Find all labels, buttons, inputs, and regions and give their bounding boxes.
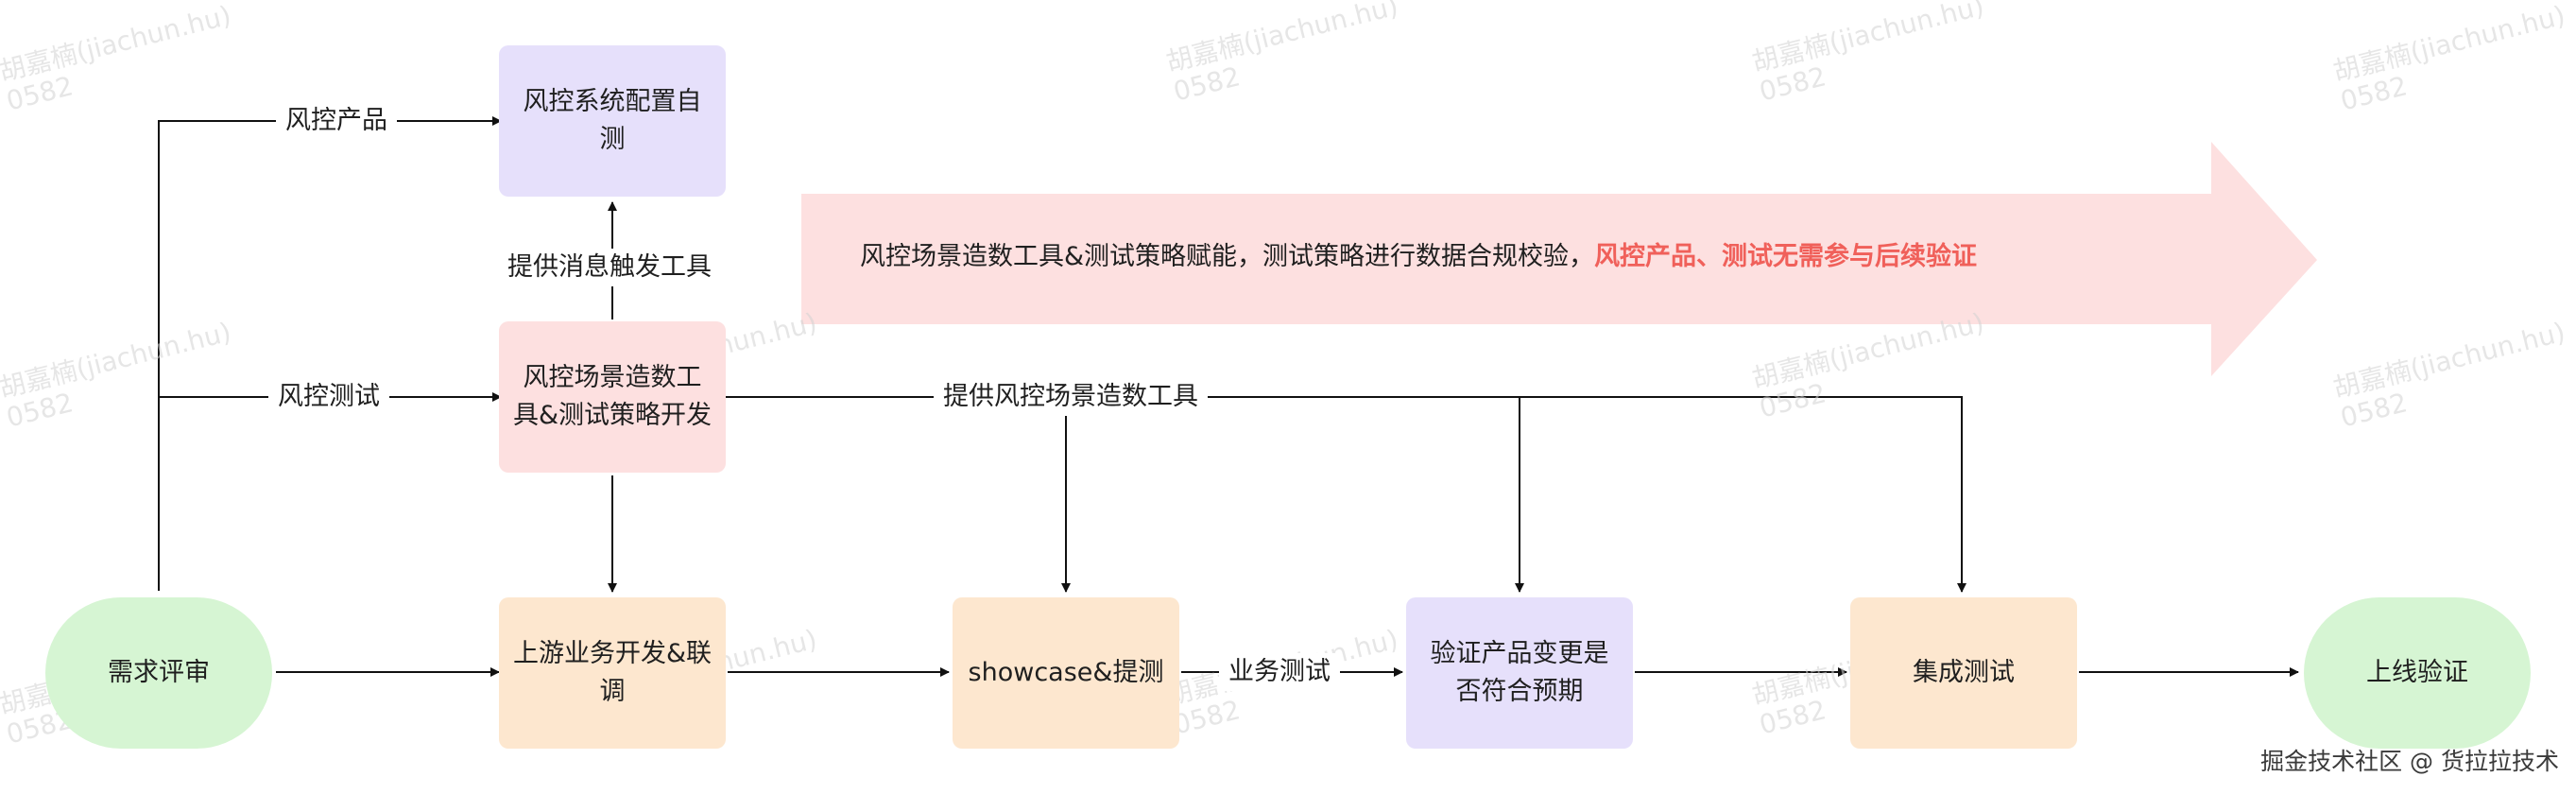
- edge-tool-right: [726, 396, 1966, 593]
- banner-highlight-text: 风控产品、测试无需参与后续验证: [1594, 242, 1978, 271]
- node-launch-label: 上线验证: [2366, 658, 2468, 687]
- node-self-test: 风控系统配置自测: [499, 45, 726, 197]
- node-self-test-label: 风控系统配置自测: [523, 87, 702, 154]
- banner-text: 风控场景造数工具&测试策略赋能，测试策略进行数据合规校验，风控产品、测试无需参与…: [860, 238, 2429, 276]
- banner-arrow: [801, 142, 2317, 376]
- node-tool-dev-label: 风控场景造数工具&测试策略开发: [512, 363, 713, 430]
- banner-main-text: 风控场景造数工具&测试策略赋能，测试策略进行数据合规校验，: [860, 242, 1595, 271]
- label-biz-test: 业务测试: [1219, 653, 1340, 691]
- node-verify: 验证产品变更是否符合预期: [1406, 597, 1633, 749]
- node-review: 需求评审: [45, 597, 272, 749]
- node-upstream-label: 上游业务开发&联调: [512, 639, 713, 706]
- node-showcase: showcase&提测: [953, 597, 1179, 749]
- node-upstream: 上游业务开发&联调: [499, 597, 726, 749]
- label-msg-tool: 提供消息触发工具: [498, 249, 721, 286]
- node-tool-dev: 风控场景造数工具&测试策略开发: [499, 321, 726, 473]
- label-data-tool: 提供风控场景造数工具: [934, 378, 1208, 416]
- node-integration: 集成测试: [1850, 597, 2077, 749]
- node-showcase-label: showcase&提测: [968, 658, 1164, 687]
- label-risk-product: 风控产品: [276, 102, 397, 140]
- node-integration-label: 集成测试: [1913, 658, 2015, 687]
- node-launch: 上线验证: [2304, 597, 2531, 749]
- node-verify-label: 验证产品变更是否符合预期: [1430, 639, 1609, 706]
- footer-credit: 掘金技术社区 @ 货拉拉技术: [2260, 748, 2559, 775]
- label-risk-test: 风控测试: [268, 378, 389, 416]
- node-review-label: 需求评审: [108, 658, 210, 687]
